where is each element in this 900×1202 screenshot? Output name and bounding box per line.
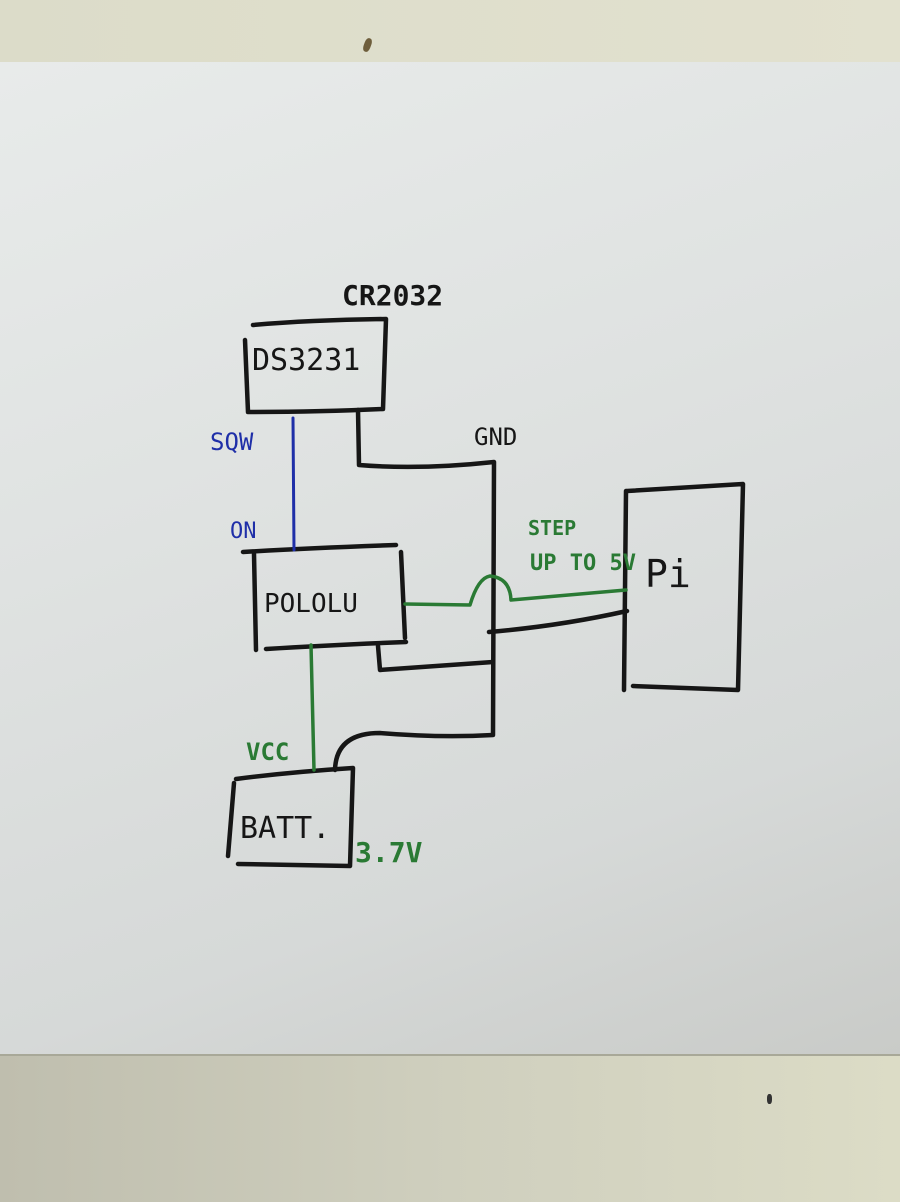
gnd-wiring: [332, 407, 630, 773]
pi-label: Pi: [645, 552, 691, 596]
vcc-wire: [309, 643, 316, 772]
pololu-box: [240, 542, 409, 653]
paper-sheet: [0, 62, 900, 1054]
sqw-label: SQW: [210, 428, 254, 456]
voltage-label: 3.7V: [355, 836, 423, 869]
rtc-module-box: [242, 316, 389, 415]
rtc-label: DS3231: [252, 343, 360, 378]
battery-label: BATT.: [240, 811, 330, 846]
on-label: ON: [230, 519, 257, 544]
sqw-on-wire: [291, 416, 296, 552]
background-surface-top: [0, 0, 900, 62]
pololu-label: POLOLU: [264, 589, 358, 619]
speck: [767, 1094, 772, 1104]
step-up-wire: [403, 574, 628, 607]
cr2032-label: CR2032: [342, 279, 443, 312]
step-up-label-2: UP TO 5V: [530, 551, 636, 576]
gnd-label: GND: [474, 423, 517, 451]
vcc-label: VCC: [246, 738, 289, 766]
step-up-label-1: STEP: [528, 516, 576, 540]
battery-box: [225, 765, 356, 869]
background-surface-bottom: [0, 1054, 900, 1202]
